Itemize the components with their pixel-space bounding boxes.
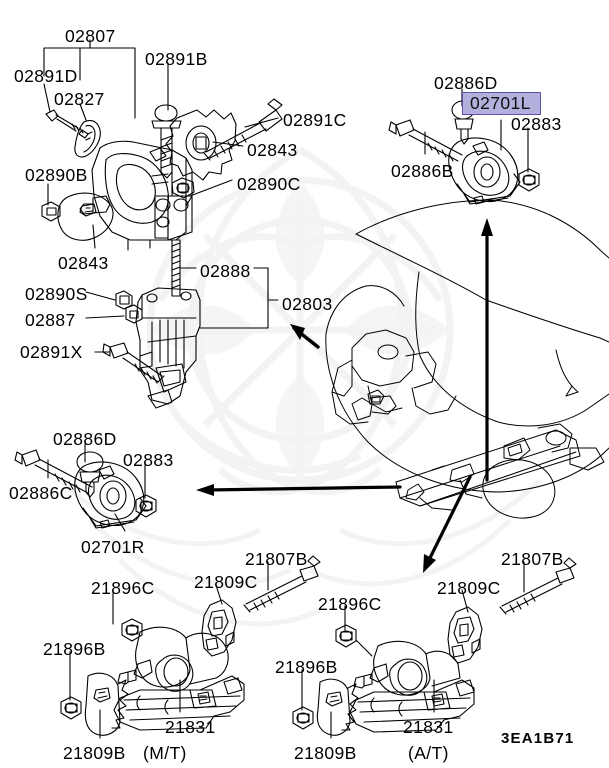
part-number-label-21807Bm[interactable]: 21807B bbox=[245, 549, 308, 569]
part-number-label-02883l[interactable]: 02883 bbox=[123, 450, 174, 470]
part-number-label-21896Br[interactable]: 21896B bbox=[275, 657, 338, 677]
part-number-label-02890S[interactable]: 02890S bbox=[25, 284, 88, 304]
part-number-label-02891D[interactable]: 02891D bbox=[14, 66, 78, 86]
part-number-label-02891B[interactable]: 02891B bbox=[145, 49, 208, 69]
part-number-label-02807[interactable]: 02807 bbox=[65, 26, 116, 46]
part-number-label-02886D[interactable]: 02886D bbox=[434, 73, 498, 93]
part-number-label-02843l[interactable]: 02843 bbox=[58, 253, 109, 273]
part-number-label-21896Bl[interactable]: 21896B bbox=[43, 639, 106, 659]
part-number-label-21809Br[interactable]: 21809B bbox=[294, 743, 357, 763]
part-number-label-02803[interactable]: 02803 bbox=[282, 294, 333, 314]
part-number-label-02891C[interactable]: 02891C bbox=[283, 110, 347, 130]
part-number-label-02883[interactable]: 02883 bbox=[511, 114, 562, 134]
transmission-variant-label: (M/T) bbox=[143, 743, 187, 763]
part-number-label-21831l[interactable]: 21831 bbox=[165, 717, 216, 737]
part-number-label-21896Cm[interactable]: 21896C bbox=[91, 578, 155, 598]
part-number-label-02886B[interactable]: 02886B bbox=[391, 161, 454, 181]
part-number-label-02887[interactable]: 02887 bbox=[25, 310, 76, 330]
transmission-variant-label: (A/T) bbox=[408, 743, 449, 763]
diagram-id-code: 3EA1B71 bbox=[501, 730, 575, 747]
part-number-label-02891X[interactable]: 02891X bbox=[20, 342, 83, 362]
part-number-label-21831r[interactable]: 21831 bbox=[403, 717, 454, 737]
part-number-label-02701R[interactable]: 02701R bbox=[81, 537, 145, 557]
part-number-label-02827[interactable]: 02827 bbox=[54, 89, 105, 109]
part-number-label-21896Cr[interactable]: 21896C bbox=[318, 594, 382, 614]
highlighted-part-number-02701L[interactable]: 02701L bbox=[462, 92, 541, 115]
part-number-label-02890C[interactable]: 02890C bbox=[237, 174, 301, 194]
part-number-label-02886Dl[interactable]: 02886D bbox=[53, 429, 117, 449]
part-number-label-02843t[interactable]: 02843 bbox=[247, 140, 298, 160]
part-number-label-21809Cm[interactable]: 21809C bbox=[194, 572, 258, 592]
part-number-label-21809Cr[interactable]: 21809C bbox=[437, 578, 501, 598]
part-number-label-21809Bl[interactable]: 21809B bbox=[63, 743, 126, 763]
part-number-label-02890B[interactable]: 02890B bbox=[25, 165, 88, 185]
part-number-label-02886C[interactable]: 02886C bbox=[9, 483, 73, 503]
part-number-label-02888[interactable]: 02888 bbox=[200, 261, 251, 281]
part-number-label-21807Br[interactable]: 21807B bbox=[501, 549, 564, 569]
